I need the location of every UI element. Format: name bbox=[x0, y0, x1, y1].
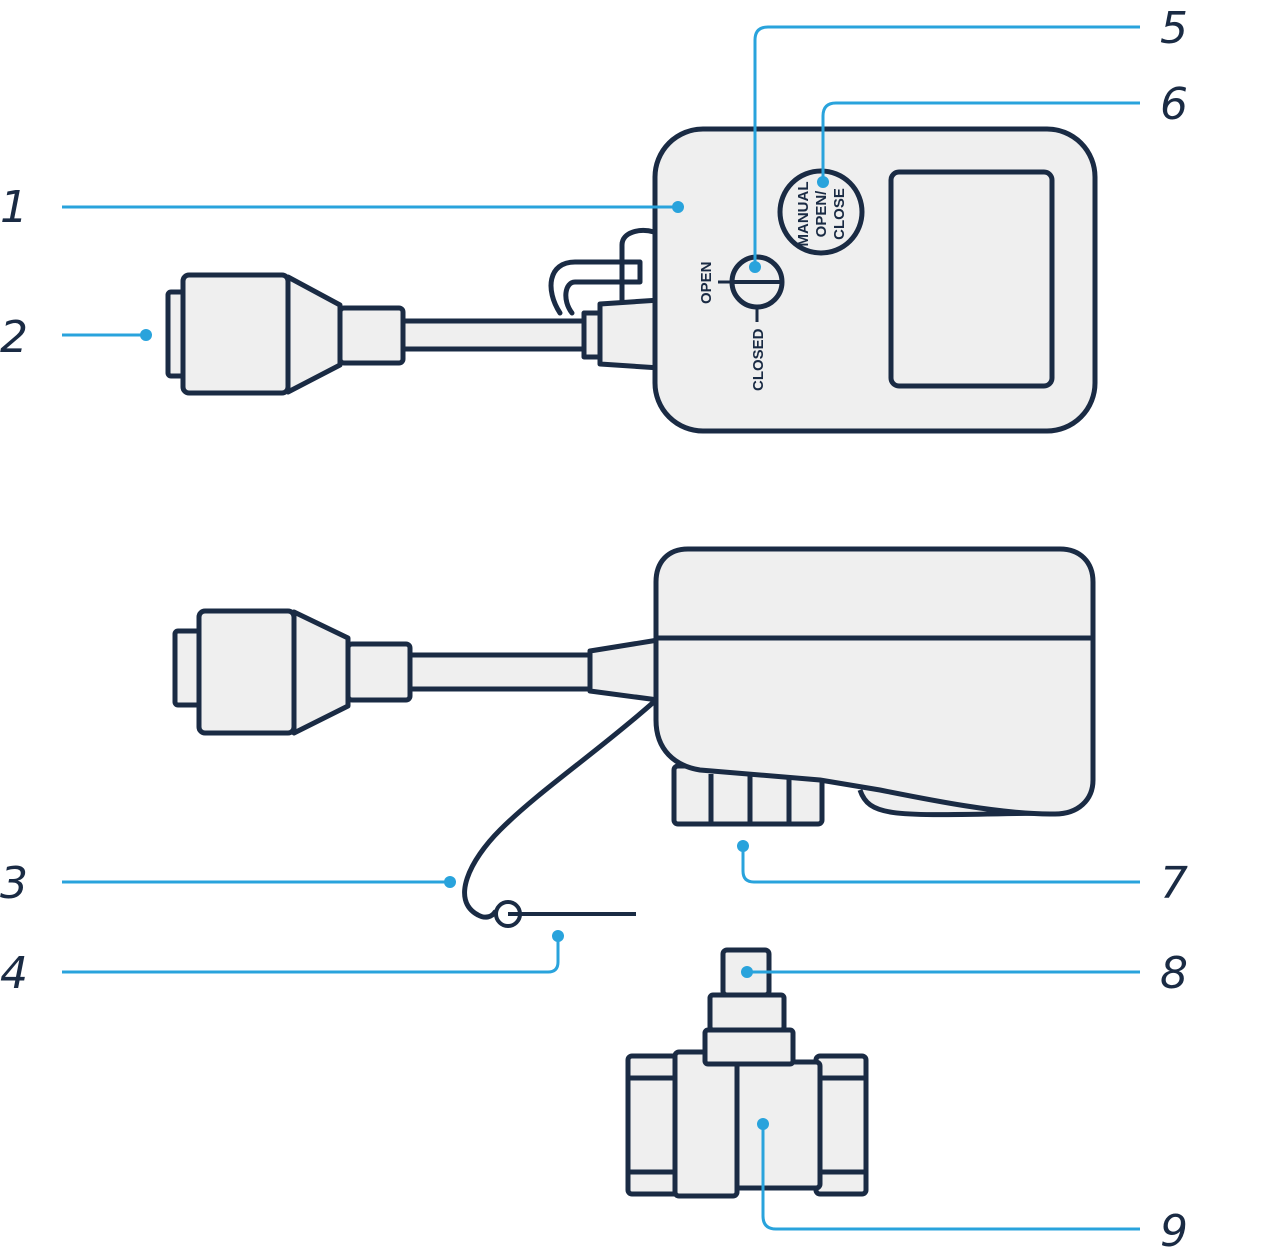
leader-dot-5 bbox=[749, 261, 761, 273]
leader-9 bbox=[761, 1124, 1140, 1231]
connector-taper-top bbox=[285, 274, 343, 395]
leader-6 bbox=[821, 101, 1140, 182]
callout-3: 3 bbox=[0, 858, 28, 909]
cable-gland-top bbox=[597, 297, 663, 371]
leader-dot-8 bbox=[741, 966, 753, 978]
open-text: OPEN bbox=[698, 261, 715, 304]
connector-collar-top bbox=[337, 305, 406, 366]
connector-collar-side bbox=[345, 641, 413, 703]
valve-stem-base bbox=[702, 1027, 796, 1067]
connector-body-top bbox=[180, 272, 291, 396]
leader-dot-2 bbox=[140, 329, 152, 341]
actuator-housing-side bbox=[653, 546, 1096, 817]
callout-numbers: 1 2 3 4 5 6 7 8 9 bbox=[0, 3, 1188, 1257]
callout-8: 8 bbox=[1160, 948, 1188, 999]
cable-side bbox=[407, 652, 595, 692]
manual-text-line1: MANUAL bbox=[795, 182, 812, 247]
leader-dot-6 bbox=[817, 176, 829, 188]
manual-text-line2: OPEN/ bbox=[813, 190, 830, 238]
callout-5: 5 bbox=[1160, 3, 1188, 54]
callout-4: 4 bbox=[0, 948, 28, 999]
leader-7 bbox=[741, 846, 1140, 884]
leader-5 bbox=[753, 25, 1140, 267]
closed-text: CLOSED bbox=[750, 328, 767, 391]
strap-back-top bbox=[619, 228, 657, 303]
valve-body-nut bbox=[672, 1049, 740, 1199]
actuator-side-view bbox=[172, 546, 1096, 928]
leader-4 bbox=[62, 936, 560, 974]
leader-dot-9 bbox=[757, 1118, 769, 1130]
callout-2: 2 bbox=[0, 312, 28, 363]
leader-dot-4 bbox=[552, 930, 564, 942]
strap-loop-top bbox=[548, 259, 643, 316]
callout-1: 1 bbox=[0, 182, 28, 233]
leader-dot-3 bbox=[444, 876, 456, 888]
cable-gland-side bbox=[587, 637, 661, 703]
manual-text-line3: CLOSE bbox=[831, 188, 848, 240]
callout-leaders bbox=[62, 25, 1140, 1231]
valve-stem-flange bbox=[707, 992, 787, 1033]
leader-dot-7 bbox=[737, 840, 749, 852]
manual-button bbox=[777, 168, 865, 256]
cable-top bbox=[400, 318, 591, 352]
tether-cord bbox=[462, 697, 659, 920]
callout-9: 9 bbox=[1160, 1206, 1188, 1257]
actuator-top-view: OPEN CLOSED MANUAL OPEN/ CLOSE bbox=[165, 126, 1098, 434]
callout-7: 7 bbox=[1160, 858, 1188, 909]
connector-body-side bbox=[196, 608, 297, 736]
callout-6: 6 bbox=[1160, 79, 1188, 130]
connector-taper-side bbox=[291, 609, 351, 736]
ball-valve bbox=[625, 947, 869, 1199]
leader-dot-1 bbox=[672, 201, 684, 213]
display-window bbox=[888, 169, 1055, 389]
